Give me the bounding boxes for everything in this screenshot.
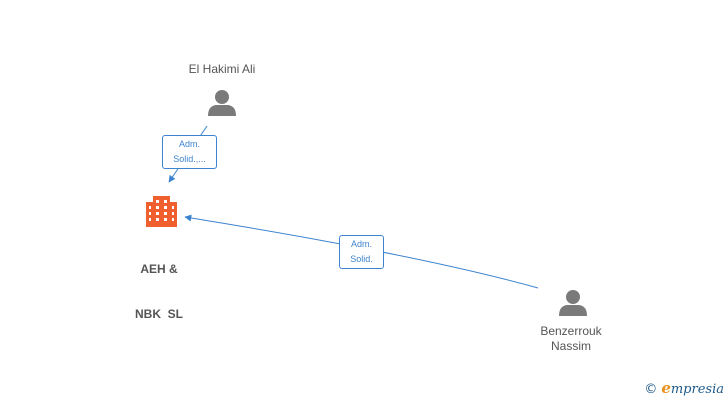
person-icon[interactable] — [208, 90, 236, 116]
person-icon[interactable] — [559, 290, 587, 316]
company-name-line2: NBK SL — [135, 307, 183, 321]
brand-initial: e — [661, 379, 671, 397]
empresia-watermark: ©empresia — [644, 379, 724, 397]
company-name[interactable]: AEH & NBK SL — [119, 232, 199, 337]
brand-name: mpresia — [670, 382, 724, 397]
copyright-icon: © — [644, 382, 658, 397]
company-name-line1: AEH & — [140, 262, 178, 276]
person-name-line1: Benzerrouk — [540, 324, 602, 338]
edge-label-line2: Solid.,... — [173, 154, 206, 164]
edge-label-line1: Adm. — [178, 139, 200, 149]
edge-label-right[interactable]: Adm. Solid. — [339, 235, 384, 269]
edge-right-to-company — [184, 214, 539, 289]
edge-label-line1: Adm. — [350, 239, 372, 249]
edge-label-top[interactable]: Adm. Solid.,... — [162, 135, 217, 169]
person-name-line2: Nassim — [550, 339, 591, 353]
person-name-benzerrouk[interactable]: Benzerrouk Nassim — [521, 324, 621, 354]
company-building-icon[interactable] — [146, 196, 177, 227]
person-name-el-hakimi[interactable]: El Hakimi Ali — [188, 62, 256, 76]
edge-label-line2: Solid. — [350, 254, 373, 264]
